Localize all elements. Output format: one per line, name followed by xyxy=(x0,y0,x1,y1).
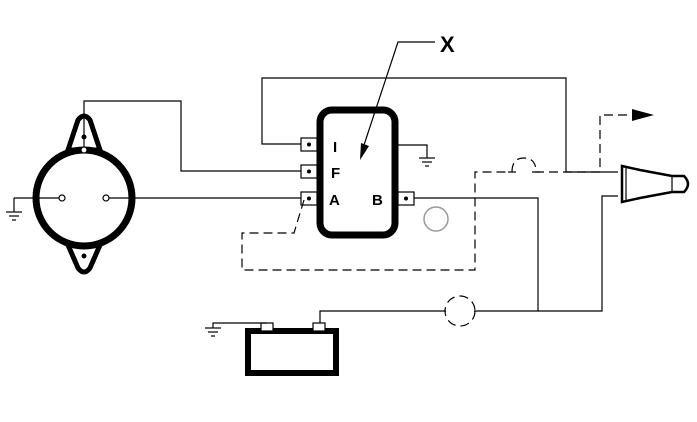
terminal-label-a: A xyxy=(329,192,340,209)
ignition-wire xyxy=(261,77,567,172)
ground-symbol-left xyxy=(6,198,22,221)
ground-symbol-battery xyxy=(205,322,267,337)
indicator-circle xyxy=(423,206,449,232)
terminal-label-b: B xyxy=(372,192,383,209)
lamp-icon xyxy=(508,157,540,173)
arrow-icon xyxy=(632,109,654,121)
terminal-label-i: I xyxy=(333,139,337,156)
terminal-blocks xyxy=(300,137,415,206)
battery-feed-wire xyxy=(414,197,539,312)
regulator xyxy=(316,106,399,239)
battery xyxy=(245,322,339,376)
battery-positive-wire xyxy=(319,310,446,327)
fuse-link-icon xyxy=(444,295,476,327)
callout-label: X xyxy=(440,32,455,57)
ground-symbol-regulator xyxy=(395,144,435,167)
terminal-label-f: F xyxy=(331,165,340,182)
callout-x xyxy=(360,41,435,160)
connector xyxy=(538,164,690,312)
alternator-wiring xyxy=(14,100,304,199)
